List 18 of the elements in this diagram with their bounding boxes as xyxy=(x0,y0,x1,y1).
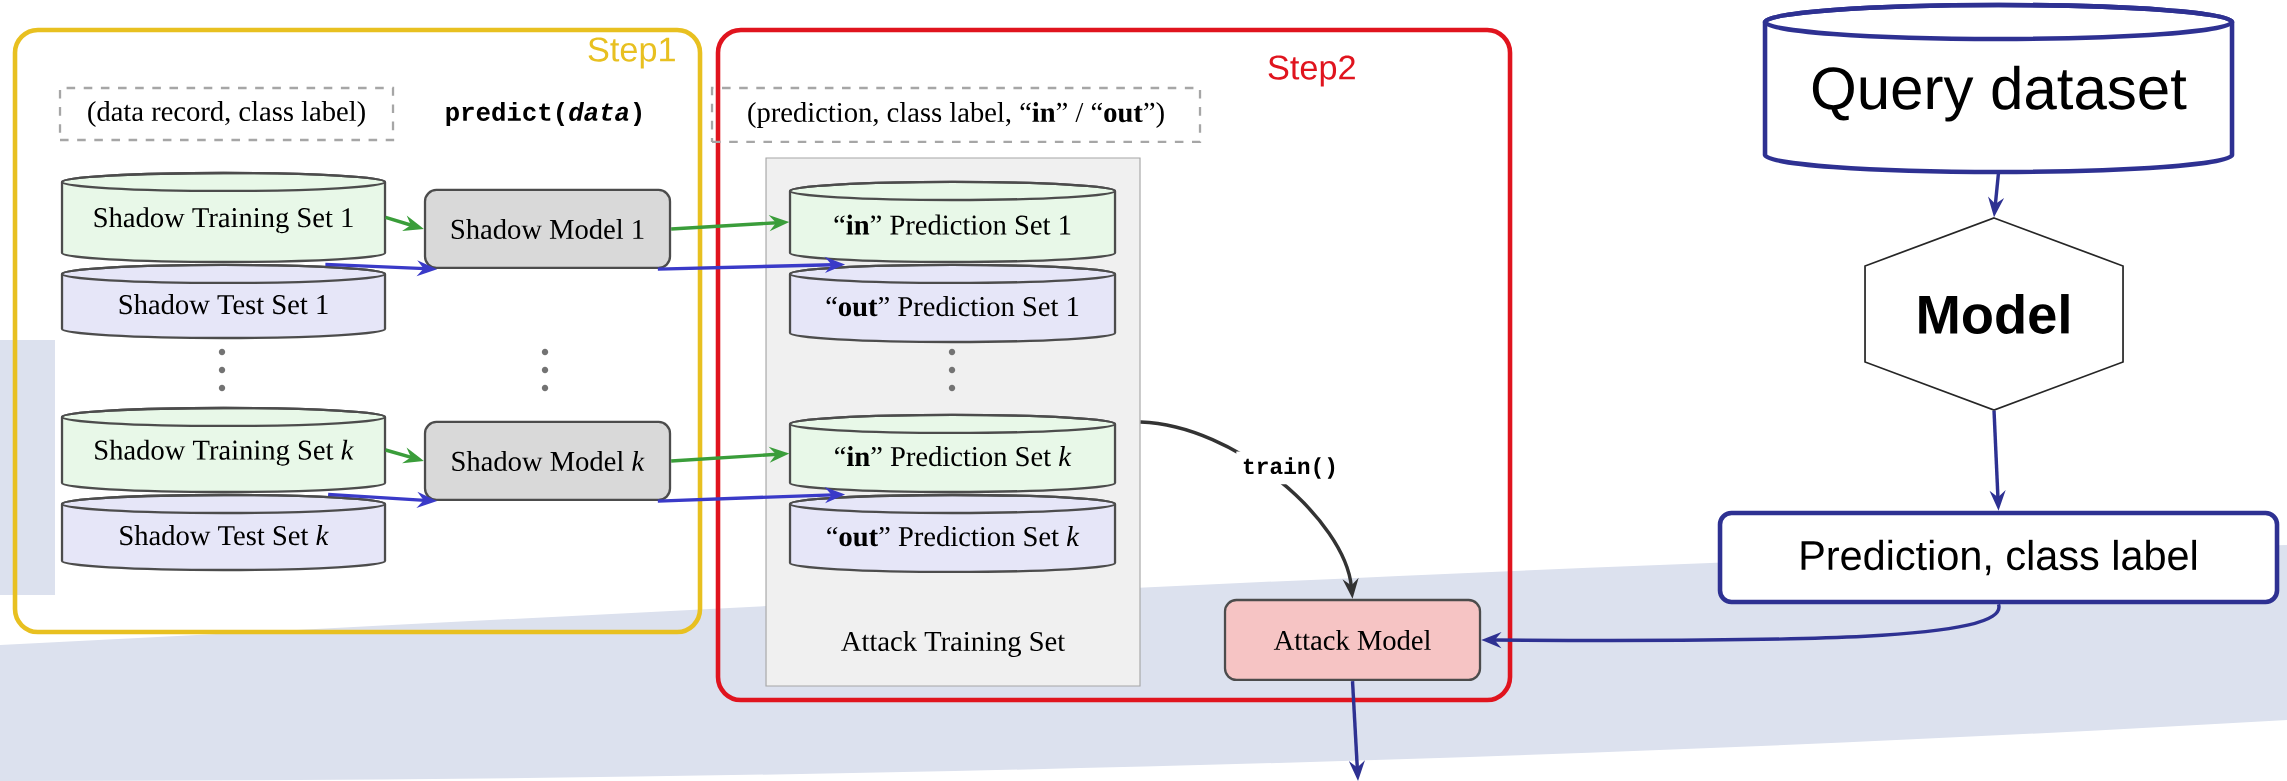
hexagon: Model xyxy=(1864,217,2124,411)
cylinder: Shadow Training Set k xyxy=(60,406,387,494)
model-box: Shadow Model 1 xyxy=(423,188,672,270)
edge-label: train() xyxy=(1236,451,1344,485)
cylinder: “out” Prediction Set 1 xyxy=(788,263,1117,344)
cylinder: “in” Prediction Set k xyxy=(788,413,1117,494)
cylinder: Shadow Test Set k xyxy=(60,493,387,572)
rounded-box: Prediction, class label xyxy=(1717,510,2280,605)
model-box: Attack Model xyxy=(1223,598,1482,682)
dashed-box: (prediction, class label, “in” / “out”) xyxy=(710,86,1202,144)
model-box: Shadow Model k xyxy=(423,420,672,502)
dashed-box: (data record, class label) xyxy=(58,86,395,142)
cylinder: “in” Prediction Set 1 xyxy=(788,180,1117,264)
cylinder: Shadow Test Set 1 xyxy=(60,263,387,340)
cylinder: “out” Prediction Set k xyxy=(788,493,1117,574)
column-heading: predict(data) xyxy=(446,102,641,126)
cylinder: Query dataset xyxy=(1762,2,2235,175)
cylinder: Shadow Training Set 1 xyxy=(60,171,387,264)
